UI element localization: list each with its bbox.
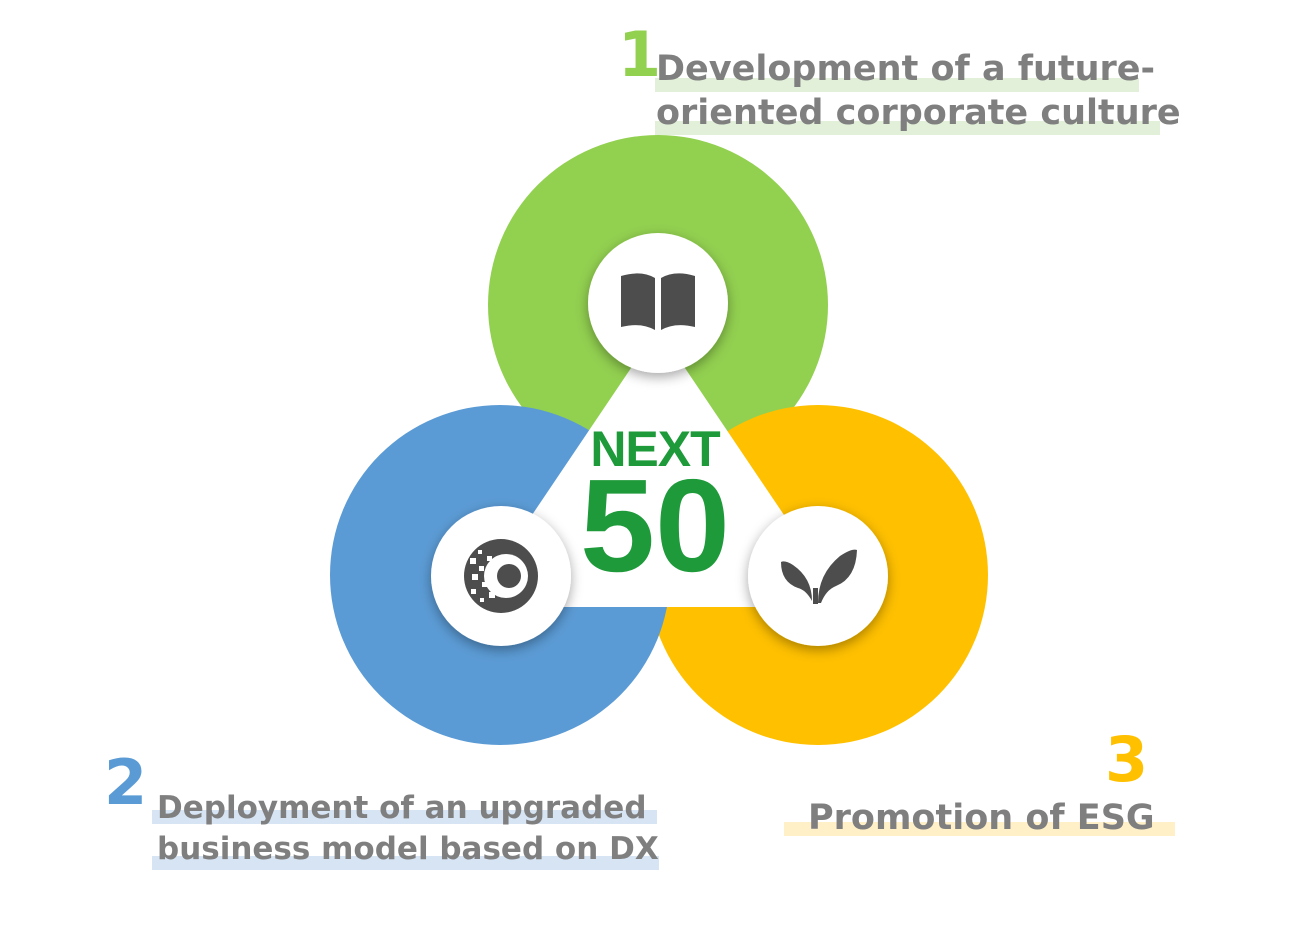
pillar-2-label-line-2: business model based on DX [157,831,659,867]
pillar-1-label-line-2: oriented corporate culture [656,93,1181,133]
pillar-2-highlight-line-2 [152,856,659,870]
book-icon-badge [588,233,728,373]
pillar-1-highlight-line-1 [655,78,1139,92]
center-50-text: 50 [580,452,730,599]
pillar-1-number: 1 [618,18,662,91]
pillar-1-highlight-line-2 [655,121,1160,135]
pillar-2-highlight-line-1 [152,810,657,824]
book-icon [621,273,695,330]
digital-gear-icon-badge [431,506,571,646]
center-triangle [470,328,846,607]
digital-gear-icon [464,539,538,613]
sprout-icon-badge [748,506,888,646]
pillar-3-label-line-1: Promotion of ESG [808,798,1155,838]
pillar-3-number: 3 [1105,723,1149,796]
sprout-icon [781,549,857,604]
center-next-text: NEXT [590,421,720,477]
pillar-3-highlight-line-1 [784,822,1175,836]
pillar-2-label-line-1: Deployment of an upgraded [157,790,647,826]
pillar-2-number: 2 [104,746,148,819]
pillar-1-label-line-1: Development of a future- [656,49,1156,89]
